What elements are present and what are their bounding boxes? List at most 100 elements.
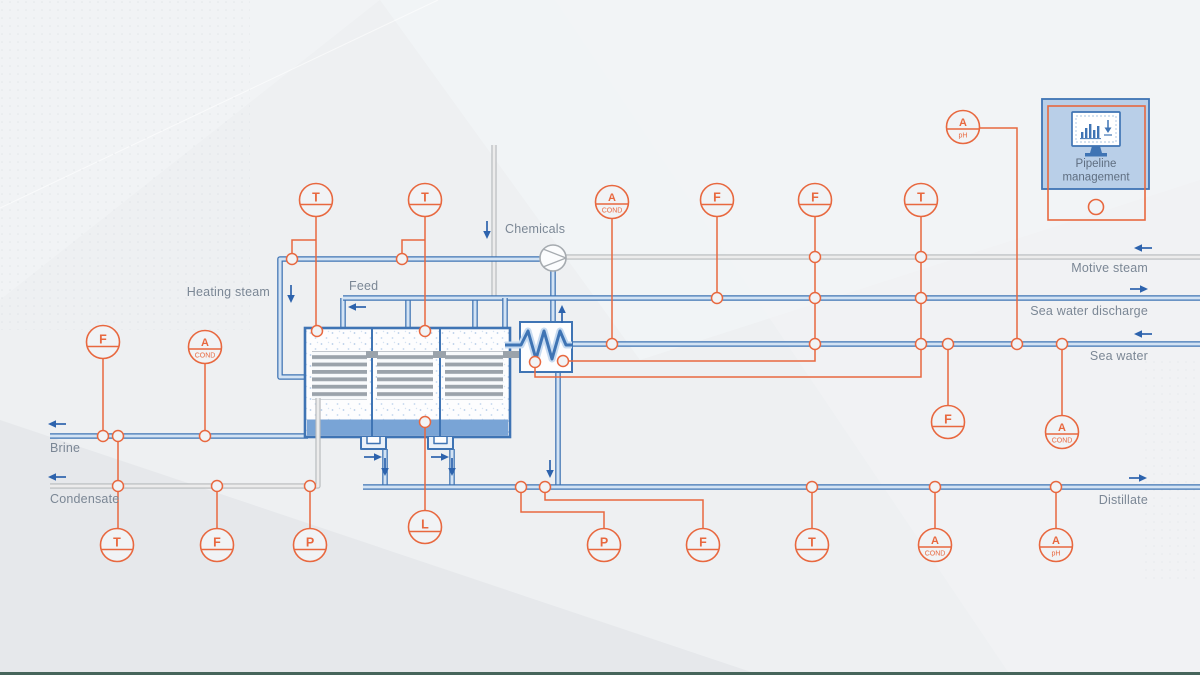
label-sea-water-discharge: Sea water discharge	[1030, 304, 1148, 318]
pipe-tap	[556, 354, 570, 368]
instrument-letter: F	[944, 413, 952, 427]
instrument-flow-sea-water-top: F	[797, 182, 833, 218]
distillate-trap-inner	[366, 437, 381, 445]
monitor-stand	[1090, 146, 1102, 153]
instrument-letter: F	[811, 191, 819, 205]
pipe-tap	[710, 291, 724, 305]
instrument-flow-brine: F	[85, 324, 121, 360]
instrument-temperature-brine-bottom: T	[99, 527, 135, 563]
instrument-letter: F	[699, 536, 707, 550]
instrument-level-evaporator: L	[407, 509, 443, 545]
instrument-bubble	[586, 527, 622, 563]
instrument-bubble	[930, 404, 966, 440]
distillate-traps	[360, 437, 454, 450]
pipe-tap	[538, 480, 552, 494]
flow-arrow-trap-2-right	[430, 452, 450, 462]
instrument-temperature-heating-steam-1: T	[298, 182, 334, 218]
instrument-letter: P	[600, 536, 608, 550]
pipe-tap	[1049, 480, 1063, 494]
instrument-letter: F	[213, 536, 221, 550]
pipe-taps	[96, 250, 1069, 494]
pipe-tap	[805, 480, 819, 494]
instrument-bubble	[1038, 527, 1074, 563]
pipe-tap	[914, 291, 928, 305]
instrument-sub-label: COND	[1052, 438, 1073, 445]
steam-ejector-symbol	[542, 248, 567, 268]
instrument-bubble	[685, 527, 721, 563]
pipe-tap	[1055, 337, 1069, 351]
monitor-screen-inner	[1075, 115, 1117, 143]
instrument-flow-sea-water-right: F	[930, 404, 966, 440]
pipe-tap	[514, 480, 528, 494]
instrument-letter: F	[713, 191, 721, 205]
instrument-sub-label: pH	[959, 133, 968, 140]
label-motive-steam: Motive steam	[1071, 261, 1148, 275]
instrument-letter: A	[608, 192, 616, 204]
pipe-tap	[808, 291, 822, 305]
pipe-tap	[418, 415, 432, 429]
pipe-tap	[528, 355, 542, 369]
vapor-line-to-condenser	[503, 351, 520, 358]
distillate-trap-inner	[433, 437, 448, 445]
instrument-bubble	[594, 184, 630, 220]
pipe-tap	[418, 324, 432, 338]
instrument-bubble	[797, 182, 833, 218]
pipes-over	[50, 398, 321, 489]
tube-bundle-effect-1	[312, 351, 367, 400]
pipe-tap	[285, 252, 299, 266]
pipe-tap	[808, 337, 822, 351]
evaporator-unit	[303, 326, 520, 439]
instrument-flow-discharge-top: F	[699, 182, 735, 218]
pipe-tap	[928, 480, 942, 494]
tube-bundle-effect-2	[377, 351, 433, 400]
instrument-sub-label: COND	[925, 551, 946, 558]
instrument-flow-condensate: F	[199, 527, 235, 563]
pipeline-management-label-line2: management	[1062, 172, 1130, 184]
pipe-tap	[198, 429, 212, 443]
instrument-bubble	[187, 329, 223, 365]
instrument-letter: A	[959, 117, 967, 129]
instrument-letter: A	[201, 337, 209, 349]
instrument-letter: A	[931, 535, 939, 547]
signal-lines-path	[102, 127, 1063, 528]
label-distillate: Distillate	[1099, 493, 1148, 507]
pipe-heating-steam-inner	[278, 257, 541, 379]
instrument-bubble	[917, 527, 953, 563]
instrument-bubble	[85, 324, 121, 360]
background-wedge	[555, 0, 1200, 675]
pipe-tap	[914, 337, 928, 351]
instrument-temperature-heat-exchanger: T	[903, 182, 939, 218]
evaporator-liquid-level	[307, 419, 508, 436]
pipeline-management-highlight-frame	[1047, 105, 1146, 221]
instrument-bubble	[699, 182, 735, 218]
instrument-flow-distillate: F	[685, 527, 721, 563]
pipe-condensate-inner	[50, 398, 320, 488]
chart-bars-icon	[1080, 124, 1101, 140]
instrument-sub-label: pH	[1052, 551, 1061, 558]
instrument-analysis-cond-distillate: A COND	[917, 527, 953, 563]
flow-arrow-chemicals-down	[482, 220, 492, 240]
pipe-tap	[303, 479, 317, 493]
instrument-letter: P	[306, 536, 314, 550]
heat-exchanger-coil	[505, 329, 572, 361]
instrument-letter: F	[99, 333, 107, 347]
instrument-pressure-condensate: P	[292, 527, 328, 563]
instrument-bubble	[199, 527, 235, 563]
pipe-tap	[310, 324, 324, 338]
pipes	[50, 145, 1200, 490]
label-condensate: Condensate	[50, 492, 119, 506]
tube-bundle-effect-3	[445, 351, 503, 400]
instrument-bubble	[298, 182, 334, 218]
label-chemicals: Chemicals	[505, 222, 565, 236]
background-wedge	[380, 0, 1200, 360]
instrument-bubble	[945, 109, 981, 145]
label-brine: Brine	[50, 441, 80, 455]
instrument-bubble	[99, 527, 135, 563]
pipe-tap	[210, 479, 224, 493]
